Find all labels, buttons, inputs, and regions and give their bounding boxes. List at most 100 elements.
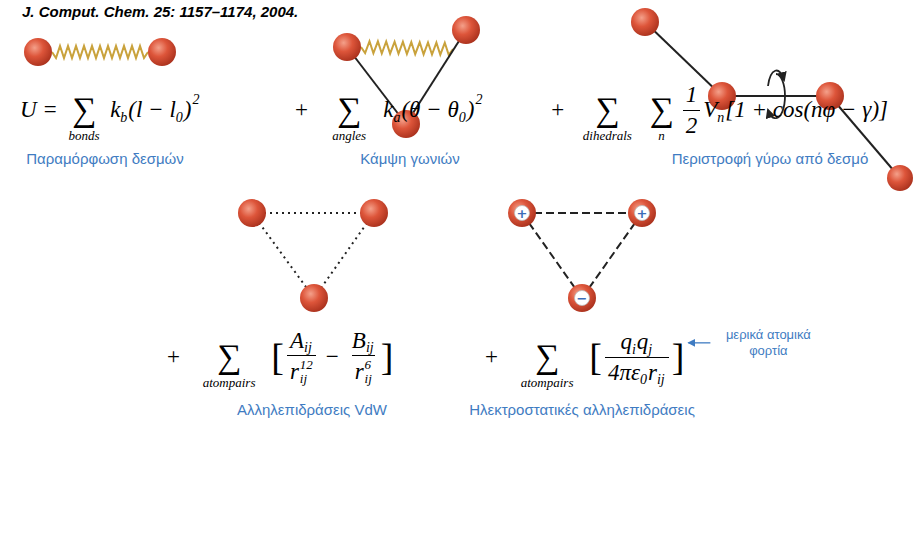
sum-limit: bonds bbox=[68, 128, 99, 144]
callout-note: μερικά ατομικά φορτία bbox=[714, 327, 822, 358]
formula-operator: + bbox=[485, 344, 498, 369]
formula-symbol: 4πε bbox=[608, 360, 640, 385]
formula-subscript: ij bbox=[657, 372, 665, 388]
denominator: r12ij bbox=[287, 355, 316, 387]
charge-sign: + bbox=[517, 207, 528, 220]
formula-symbol: q bbox=[637, 329, 649, 354]
charge-sign: + bbox=[637, 207, 648, 220]
sum-limit: atompairs bbox=[521, 375, 574, 391]
charge-sign: − bbox=[577, 292, 588, 305]
term-caption: Περιστροφή γύρω από δεσμό bbox=[672, 150, 869, 167]
formula-symbol: 2 bbox=[686, 113, 698, 138]
fraction: Aijr12ij bbox=[287, 328, 316, 387]
sum-limit: angles bbox=[332, 128, 366, 144]
spring bbox=[52, 41, 453, 58]
citation: J. Comput. Chem. 25: 1157–1174, 2004. bbox=[22, 3, 298, 20]
numerator: Bij bbox=[349, 328, 378, 355]
sum-sign: ∑ bbox=[595, 93, 619, 127]
formula-operator: + bbox=[167, 344, 180, 369]
term-caption: Ηλεκτροστατικές αλληλεπιδράσεις bbox=[469, 401, 695, 418]
formula-superscript: 2 bbox=[475, 92, 482, 108]
term-caption: Κάμψη γωνιών bbox=[360, 150, 460, 167]
sum-limit: dihedrals bbox=[583, 128, 632, 144]
sum-sign: ∑ bbox=[337, 93, 361, 127]
formula-symbol: ) bbox=[467, 97, 475, 122]
formula-subscript: ij bbox=[304, 340, 312, 356]
formula-subscript: 0 bbox=[176, 110, 183, 126]
formula-bracket: ] bbox=[672, 338, 685, 376]
formula-subscript: ij bbox=[300, 372, 313, 386]
numerator: qiqj bbox=[617, 329, 656, 356]
spring-coil bbox=[361, 41, 453, 55]
energy-term: +∑dihedrals∑n12Vn[1 + cos(nφ − γ)] bbox=[544, 82, 888, 138]
numerator: 1 bbox=[683, 82, 701, 109]
formula-subscript: a bbox=[393, 110, 400, 126]
denominator: r6ij bbox=[352, 355, 375, 387]
formula-symbol: U = bbox=[20, 97, 58, 122]
formula-symbol: (l − l bbox=[128, 97, 175, 122]
summation: ∑atompairs bbox=[535, 340, 559, 374]
fraction: 12 bbox=[683, 82, 701, 138]
formula-subscript: b bbox=[120, 110, 127, 126]
sum-sign: ∑ bbox=[72, 93, 96, 127]
formula-symbol: A bbox=[290, 328, 304, 353]
formula-operator: − bbox=[326, 344, 339, 369]
energy-term: + ∑angles ka(θ − θ0)2 bbox=[288, 93, 482, 127]
formula-symbol: V bbox=[703, 97, 717, 122]
formula-bracket: [ bbox=[589, 338, 602, 376]
formula-symbol: [1 + cos(nφ − γ)] bbox=[725, 97, 888, 122]
summation: ∑bonds bbox=[72, 93, 96, 127]
spring-coil bbox=[52, 46, 148, 58]
energy-term: U = ∑bonds kb(l − l0)2 bbox=[20, 93, 200, 127]
denominator: 2 bbox=[683, 110, 701, 138]
numerator: Aij bbox=[287, 328, 316, 355]
formula-symbol: B bbox=[352, 328, 366, 353]
formula-bracket: ] bbox=[381, 338, 394, 376]
formula-superscript: 12 bbox=[300, 358, 313, 372]
formula-subscript: j bbox=[648, 342, 652, 358]
sum-sign: ∑ bbox=[535, 340, 559, 374]
formula-symbol: k bbox=[383, 97, 393, 122]
formula-symbol: r bbox=[648, 360, 657, 385]
summation: ∑dihedrals bbox=[595, 93, 619, 127]
fraction: qiqj4πε0rij bbox=[605, 329, 669, 385]
formula-operator: + bbox=[551, 97, 564, 122]
energy-term: +∑atompairs[Aijr12ij−Bijr6ij] bbox=[160, 328, 393, 387]
term-caption: Αλληλεπιδράσεις VdW bbox=[237, 401, 387, 418]
formula-subscript: n bbox=[717, 110, 724, 126]
energy-term: +∑atompairs[qiqj4πε0rij] bbox=[478, 329, 684, 385]
sum-sign: ∑ bbox=[649, 93, 673, 127]
formula-scripts: 12ij bbox=[300, 358, 313, 387]
formula-symbol: ) bbox=[184, 97, 192, 122]
bonds bbox=[347, 22, 900, 178]
formula-subscript: 0 bbox=[459, 110, 466, 126]
term-caption: Παραμόρφωση δεσμών bbox=[26, 150, 184, 167]
summation: ∑atompairs bbox=[217, 340, 241, 374]
summation: ∑angles bbox=[337, 93, 361, 127]
formula-symbol: r bbox=[290, 359, 299, 384]
formula-operator: + bbox=[295, 97, 308, 122]
leader-arrow bbox=[688, 342, 710, 343]
sum-limit: atompairs bbox=[203, 375, 256, 391]
formula-bracket: [ bbox=[271, 338, 284, 376]
charge-badge bbox=[515, 206, 650, 306]
denominator: 4πε0rij bbox=[605, 357, 669, 385]
formula-symbol: r bbox=[355, 359, 364, 384]
formula-symbol: (θ − θ bbox=[401, 97, 458, 122]
formula-scripts: 6ij bbox=[365, 358, 372, 387]
sum-sign: ∑ bbox=[217, 340, 241, 374]
formula-symbol: 1 bbox=[686, 82, 698, 107]
atoms bbox=[24, 8, 913, 312]
formula-subscript: i bbox=[632, 342, 636, 358]
formula-subscript: 0 bbox=[640, 372, 647, 388]
formula-subscript: ij bbox=[365, 372, 372, 386]
summation: ∑n bbox=[649, 93, 673, 127]
formula-symbol: q bbox=[620, 329, 632, 354]
sum-limit: n bbox=[658, 128, 665, 144]
formula-superscript: 2 bbox=[193, 92, 200, 108]
formula-superscript: 6 bbox=[365, 358, 372, 372]
formula-subscript: ij bbox=[366, 340, 374, 356]
formula-symbol: k bbox=[110, 97, 120, 122]
fraction: Bijr6ij bbox=[349, 328, 378, 387]
